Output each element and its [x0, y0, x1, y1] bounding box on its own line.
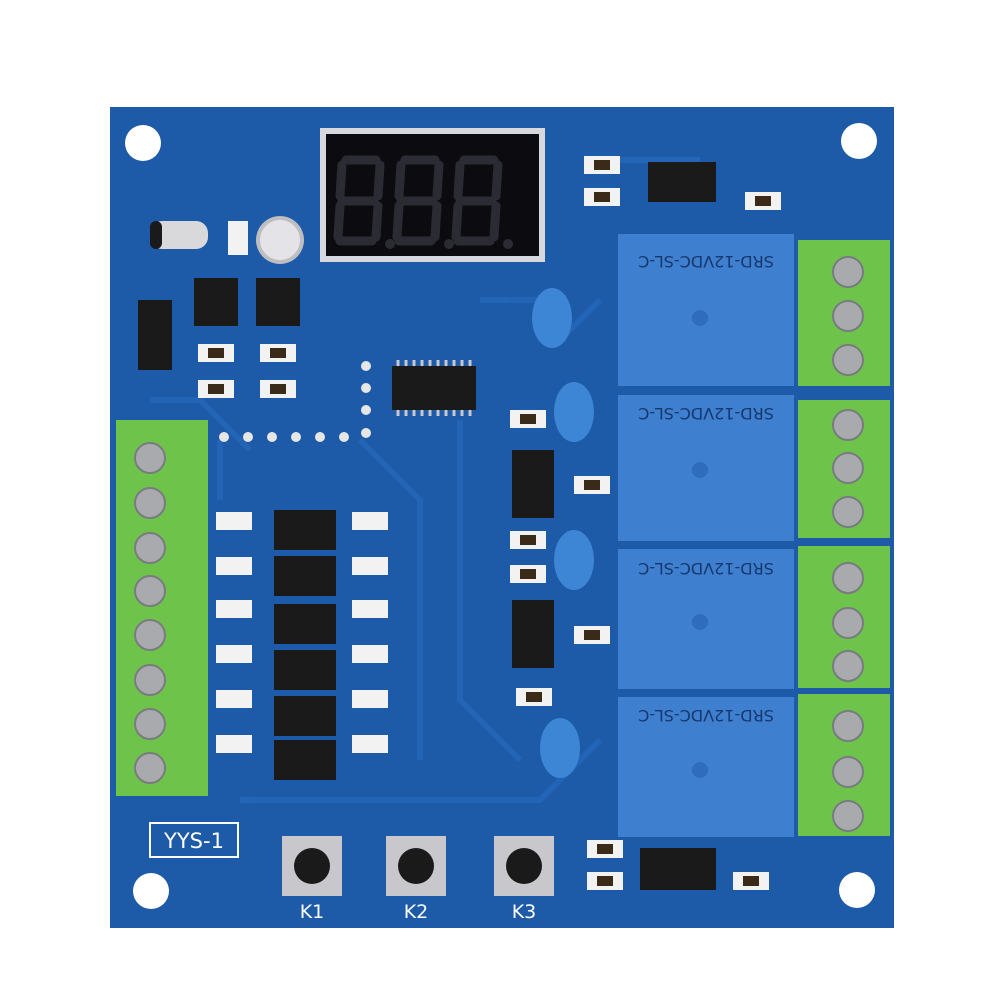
electrolytic-capacitor	[256, 216, 304, 264]
relay-labels: SRD-12VDC-SL-C SRD-12VDC-SL-C SRD-12VDC-…	[638, 252, 774, 725]
button-k3[interactable]	[494, 836, 554, 896]
board-label: YYS-1	[163, 829, 224, 853]
push-buttons: K1 K2 K3	[282, 836, 554, 923]
relay-output-terminals	[798, 240, 890, 836]
relay-1	[618, 234, 794, 386]
button-label-k2: K2	[404, 901, 429, 923]
microcontroller-chip	[392, 360, 476, 416]
mounting-hole	[839, 872, 875, 908]
button-label-k3: K3	[512, 901, 537, 923]
mounting-hole	[841, 123, 877, 159]
board-label-box: YYS-1	[149, 822, 239, 858]
optocoupler-array	[216, 510, 388, 780]
input-terminal-block	[116, 420, 208, 796]
relay-model-label: SRD-12VDC-SL-C	[638, 404, 774, 423]
seven-segment-display	[320, 128, 545, 262]
button-k1[interactable]	[282, 836, 342, 896]
relay-model-label: SRD-12VDC-SL-C	[638, 252, 774, 271]
mounting-hole	[133, 873, 169, 909]
smd-components	[198, 156, 781, 890]
voltage-regulator	[138, 278, 300, 370]
relay-model-label: SRD-12VDC-SL-C	[638, 559, 774, 578]
electrolytic-capacitor	[150, 221, 208, 249]
relay-bank	[618, 234, 794, 837]
button-label-k1: K1	[300, 901, 325, 923]
ceramic-capacitor	[532, 288, 594, 778]
relay-model-label: SRD-12VDC-SL-C	[638, 706, 774, 725]
optocoupler	[512, 162, 716, 890]
button-k2[interactable]	[386, 836, 446, 896]
header-pads	[219, 361, 371, 442]
mounting-hole	[125, 125, 161, 161]
